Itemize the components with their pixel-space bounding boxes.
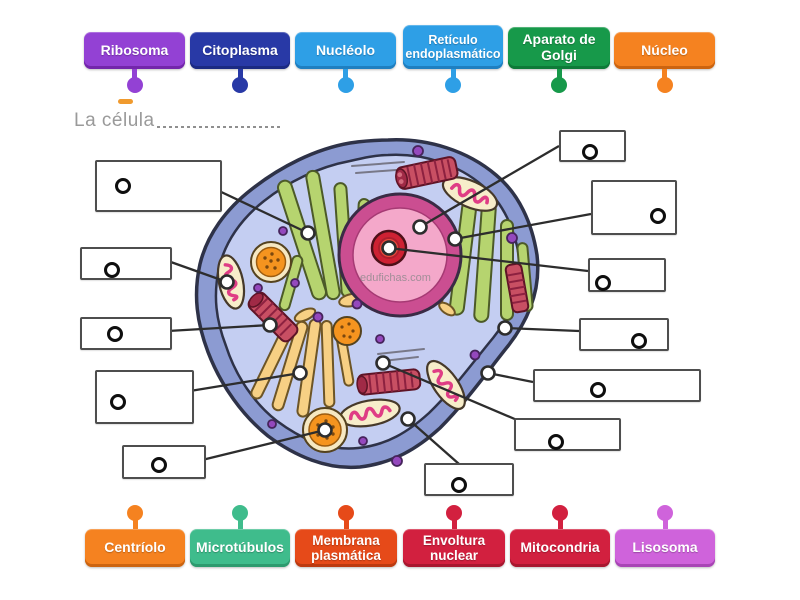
label-chip-ribosoma[interactable]: Ribosoma xyxy=(84,32,185,93)
pin-icon xyxy=(232,505,248,529)
label-text: Lisosoma xyxy=(632,539,698,556)
drop-hole[interactable] xyxy=(110,394,126,410)
attach-point[interactable] xyxy=(375,355,391,371)
drop-hole[interactable] xyxy=(548,434,564,450)
attach-point[interactable] xyxy=(497,320,513,336)
label-chip-nucleolo[interactable]: Nucléolo xyxy=(295,32,396,93)
drop-hole[interactable] xyxy=(107,326,123,342)
drop-target[interactable] xyxy=(80,247,172,280)
pin-icon xyxy=(552,505,568,529)
drop-target[interactable] xyxy=(95,160,222,212)
label-text: Mitocondria xyxy=(520,539,600,556)
label-chip-lisosoma[interactable]: Lisosoma xyxy=(615,505,715,567)
label-chip-aparato-de-golgi[interactable]: Aparato de Golgi xyxy=(508,27,610,93)
label-text: Nucléolo xyxy=(315,41,376,58)
attach-point[interactable] xyxy=(317,422,333,438)
label-text: Membrana plasmática xyxy=(311,532,381,563)
label-chip-centriolo[interactable]: Centríolo xyxy=(85,505,185,567)
drop-hole[interactable] xyxy=(451,477,467,493)
drop-hole[interactable] xyxy=(115,178,131,194)
label-text: Microtúbulos xyxy=(196,539,284,556)
pin-icon xyxy=(446,505,462,529)
drop-hole[interactable] xyxy=(104,262,120,278)
attach-point[interactable] xyxy=(447,231,463,247)
attach-point[interactable] xyxy=(412,219,428,235)
connector-lines xyxy=(167,145,592,465)
attach-points xyxy=(219,219,513,438)
drop-target[interactable] xyxy=(424,463,514,496)
label-text: Aparato de Golgi xyxy=(522,31,596,63)
label-chip-membrana-plasmatica[interactable]: Membrana plasmática xyxy=(295,505,397,567)
pin-icon xyxy=(127,505,143,529)
mitochondrion-top xyxy=(441,176,499,212)
drop-hole[interactable] xyxy=(631,333,647,349)
drop-target[interactable] xyxy=(591,180,677,235)
pin-icon xyxy=(126,69,143,93)
pin-icon xyxy=(445,69,461,93)
lysosome-center xyxy=(332,316,362,346)
drop-hole[interactable] xyxy=(650,208,666,224)
pin-icon xyxy=(657,505,673,529)
attach-point[interactable] xyxy=(381,240,397,256)
drop-hole[interactable] xyxy=(590,382,606,398)
pin-icon xyxy=(337,69,354,93)
label-chip-citoplasma[interactable]: Citoplasma xyxy=(190,32,290,93)
attach-point[interactable] xyxy=(292,365,308,381)
pin-icon xyxy=(232,69,248,93)
attach-point[interactable] xyxy=(262,317,278,333)
label-chip-microtubulos[interactable]: Microtúbulos xyxy=(190,505,290,567)
label-chip-envoltura-nuclear[interactable]: Envoltura nuclear xyxy=(403,505,505,567)
vesicles xyxy=(253,145,518,467)
drop-target[interactable] xyxy=(559,130,626,162)
label-text: Ribosoma xyxy=(100,41,169,58)
attach-point[interactable] xyxy=(400,411,416,427)
label-chip-reticulo-endoplasmatico[interactable]: Retículo endoplasmático xyxy=(403,25,503,93)
attach-point[interactable] xyxy=(300,225,316,241)
label-chip-nucleo[interactable]: Núcleo xyxy=(614,32,715,93)
drop-target[interactable] xyxy=(122,445,206,479)
drop-hole[interactable] xyxy=(151,457,167,473)
watermark-text: edufichas.com xyxy=(360,272,431,284)
lysosome-upper-left xyxy=(250,241,292,283)
worksheet-title: La célula xyxy=(74,110,155,131)
centriole-right xyxy=(504,262,530,314)
drop-target[interactable] xyxy=(514,418,621,451)
pin-icon xyxy=(656,69,673,93)
drop-hole[interactable] xyxy=(595,275,611,291)
drop-target[interactable] xyxy=(588,258,666,292)
drop-target[interactable] xyxy=(533,369,701,402)
label-text: Envoltura nuclear xyxy=(422,532,486,563)
drop-hole[interactable] xyxy=(582,144,598,160)
title-dotted-line xyxy=(157,126,282,128)
label-text: Retículo endoplasmático xyxy=(405,33,501,61)
centriole-center xyxy=(356,368,422,396)
attach-point[interactable] xyxy=(480,365,496,381)
centriole-top xyxy=(395,156,459,190)
attach-point[interactable] xyxy=(219,274,235,290)
mitochondrion-right xyxy=(426,359,466,411)
decor-orange-dash xyxy=(118,99,133,104)
drop-target[interactable] xyxy=(579,318,669,351)
label-text: Citoplasma xyxy=(202,41,278,58)
drop-target[interactable] xyxy=(80,317,172,350)
mitochondrion-bottom xyxy=(339,398,401,428)
label-chip-mitocondria[interactable]: Mitocondria xyxy=(510,505,610,567)
pin-icon xyxy=(551,69,567,93)
drop-target[interactable] xyxy=(95,370,194,424)
label-text: Núcleo xyxy=(641,41,688,58)
label-text: Centríolo xyxy=(104,539,166,556)
pin-icon xyxy=(338,505,354,529)
